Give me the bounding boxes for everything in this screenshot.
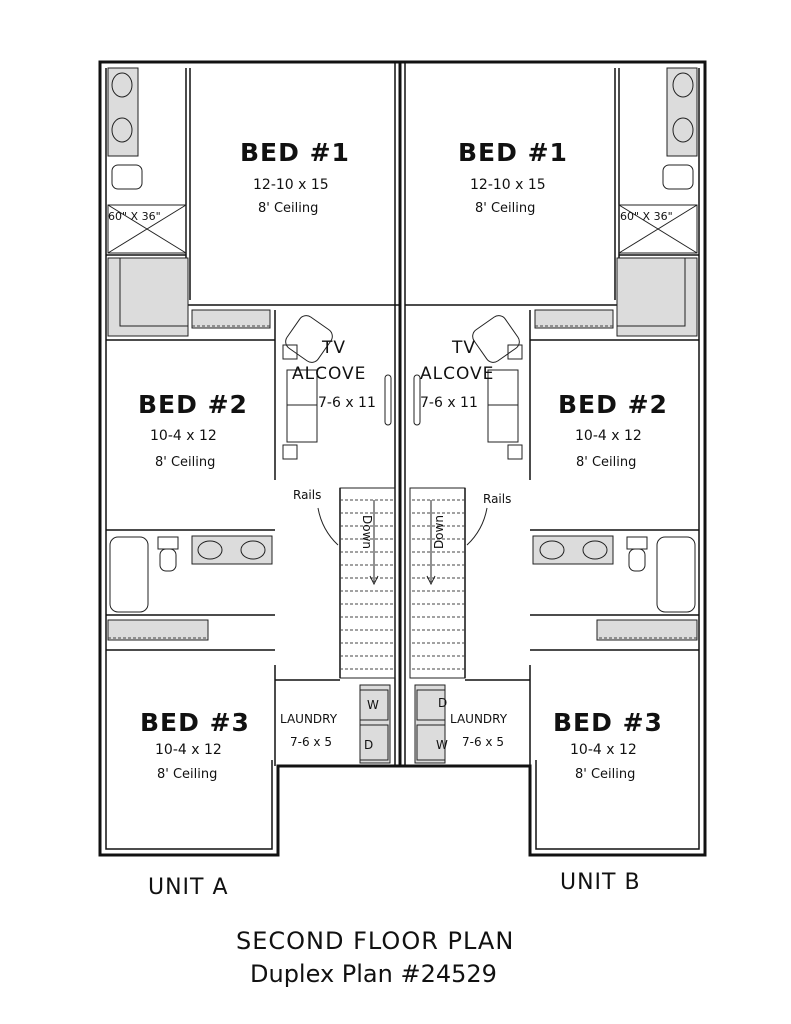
unit-a-bed3-dims: 10-4 x 12 [155, 742, 222, 758]
unit-b-bed3-ceiling: 8' Ceiling [575, 767, 636, 782]
plan-subtitle: Duplex Plan #24529 [250, 960, 497, 988]
plan-title: SECOND FLOOR PLAN [236, 927, 515, 955]
outer-walls [98, 60, 707, 857]
unit-b-bed3-dims: 10-4 x 12 [570, 742, 637, 758]
unit-b-shower-size: 60" X 36" [620, 210, 673, 223]
unit-b-bed1-dims: 12-10 x 15 [470, 177, 546, 193]
unit-a-bed1-ceiling: 8' Ceiling [258, 201, 319, 216]
unit-b-tv-label: TV [452, 338, 477, 358]
unit-b-dryer-label: D [438, 696, 448, 710]
unit-b-bed2-dims: 10-4 x 12 [575, 428, 642, 444]
unit-a-bed2-name: BED #2 [138, 390, 248, 419]
unit-b-stairs-down-label: Down [432, 514, 447, 550]
unit-a-bed2-ceiling: 8' Ceiling [155, 455, 216, 470]
unit-a-laundry-name: LAUNDRY [280, 712, 338, 726]
unit-b-laundry-name: LAUNDRY [450, 712, 508, 726]
unit-a-stairs-down-label: Down [360, 514, 375, 550]
unit-a-rails-label: Rails [293, 488, 322, 502]
unit-a-tv-label: TV [322, 338, 347, 358]
unit-b-bed2-ceiling: 8' Ceiling [576, 455, 637, 470]
unit-b-label: UNIT B [560, 870, 641, 895]
unit-a-stairs [317, 487, 396, 679]
unit-b-alcove-label: ALCOVE [420, 364, 495, 384]
unit-a-walls [106, 67, 400, 766]
unit-b-laundry-dims: 7-6 x 5 [462, 735, 504, 749]
unit-a-bed1-dims: 12-10 x 15 [253, 177, 329, 193]
unit-b-bed3-name: BED #3 [553, 708, 663, 737]
unit-a-tv-alcove-dims: 7-6 x 11 [318, 395, 376, 411]
unit-b-rails-label: Rails [483, 492, 512, 506]
unit-b-walls [405, 67, 699, 766]
unit-a-bed1-name: BED #1 [240, 138, 350, 167]
unit-b-bed2-name: BED #2 [558, 390, 668, 419]
unit-b-bed1-ceiling: 8' Ceiling [475, 201, 536, 216]
unit-a-alcove-label: ALCOVE [292, 364, 367, 384]
unit-b-bed1-name: BED #1 [458, 138, 568, 167]
unit-a-laundry-dims: 7-6 x 5 [290, 735, 332, 749]
unit-a-washer-label: W [367, 698, 379, 712]
unit-a-dryer-label: D [364, 738, 374, 752]
unit-a-shower-size: 60" X 36" [108, 210, 161, 223]
unit-a-bed2-dims: 10-4 x 12 [150, 428, 217, 444]
unit-b-washer-label: W [436, 738, 448, 752]
unit-a-label: UNIT A [148, 875, 229, 900]
unit-a-bed3-name: BED #3 [140, 708, 250, 737]
unit-b-tv-alcove-dims: 7-6 x 11 [420, 395, 478, 411]
unit-a-bed3-ceiling: 8' Ceiling [157, 767, 218, 782]
